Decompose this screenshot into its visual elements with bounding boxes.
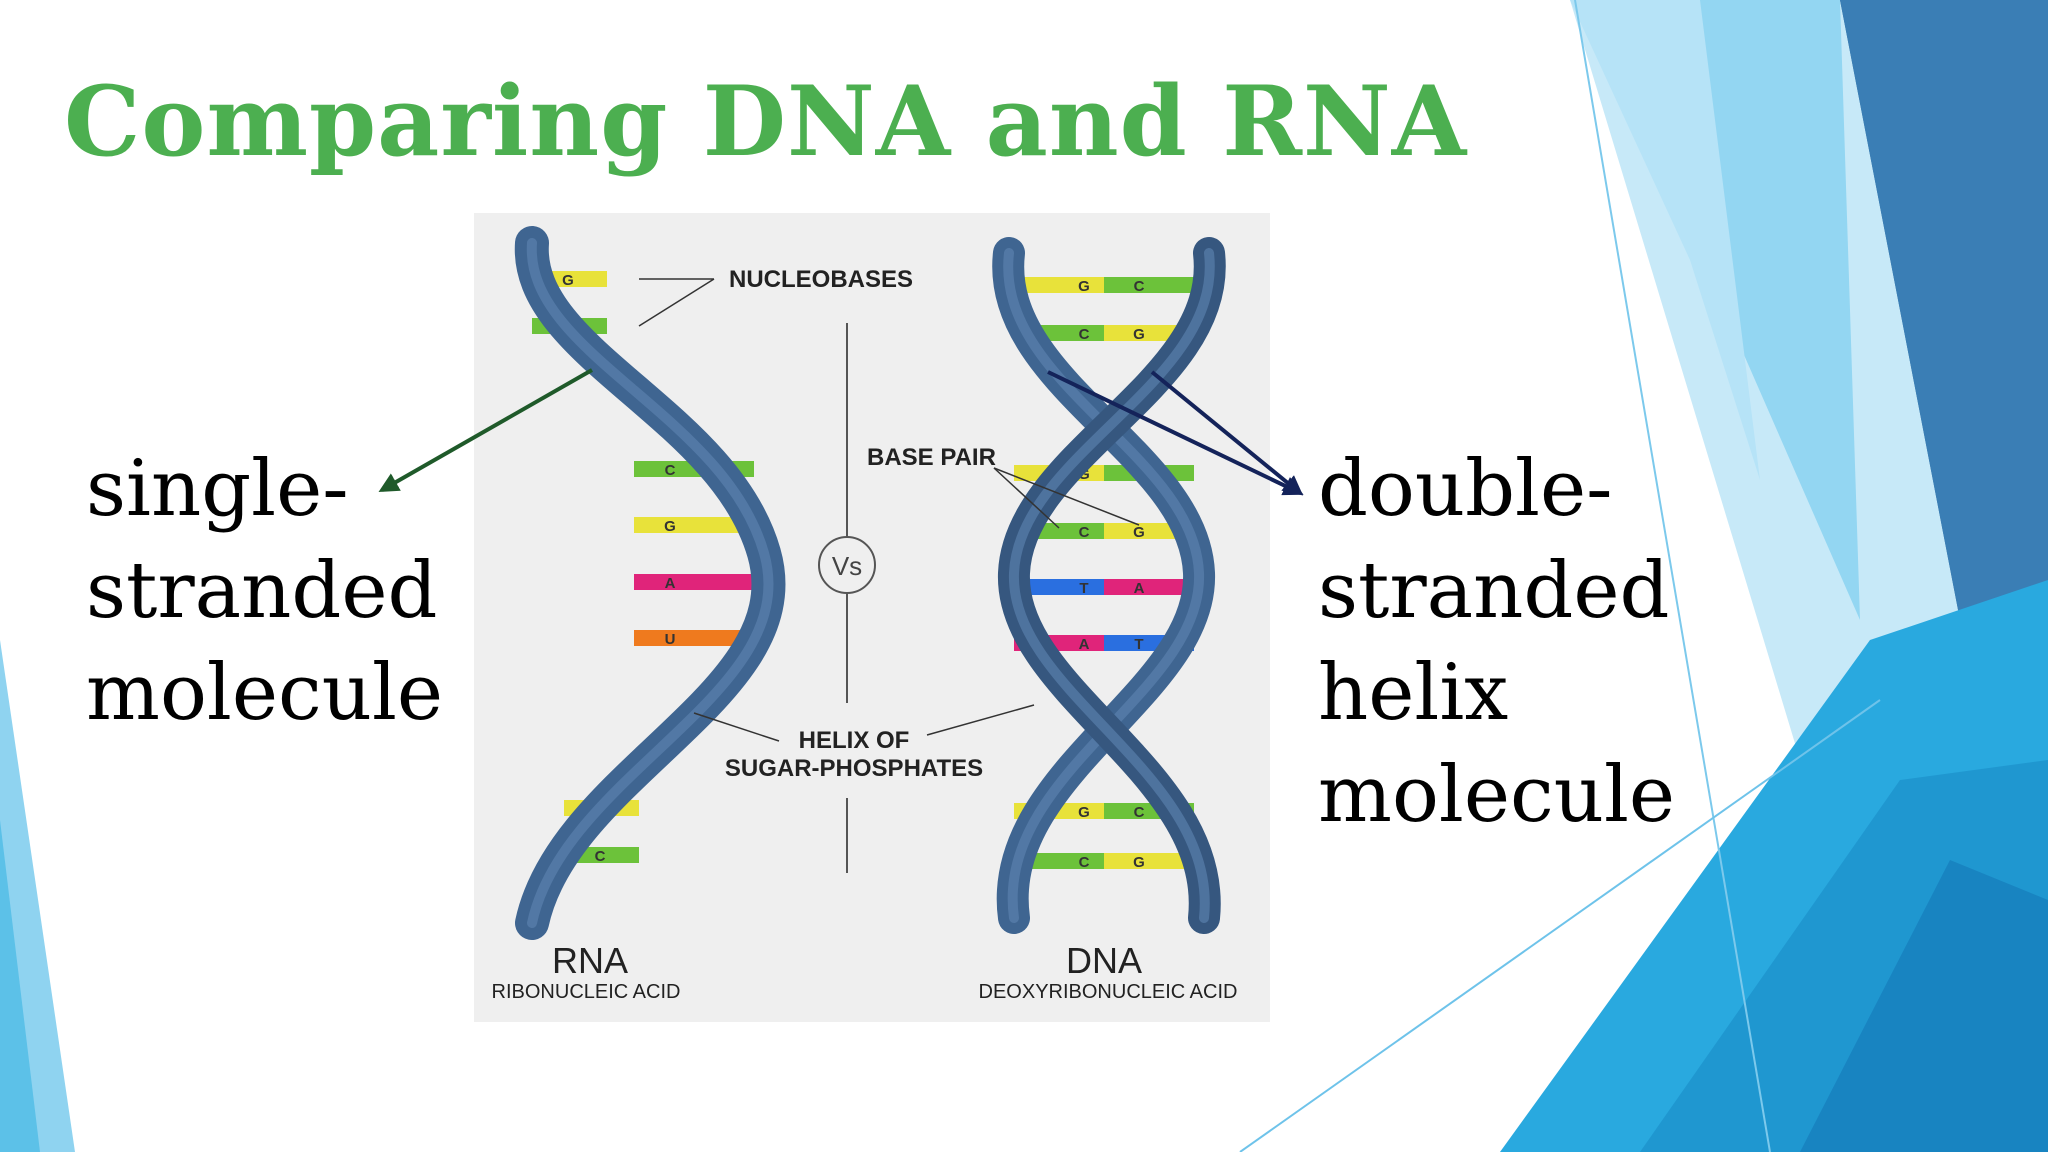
helix-label-line1: HELIX OF bbox=[799, 727, 910, 754]
rna-base-label: C bbox=[595, 848, 606, 865]
dna-base-label: G bbox=[1078, 804, 1090, 821]
single-stranded-caption: single- stranded molecule bbox=[86, 438, 443, 744]
dna-subtitle: DEOXYRIBONUCLEIC ACID bbox=[979, 981, 1238, 1003]
dna-base-label: C bbox=[1079, 326, 1090, 343]
dna-base-bar bbox=[1014, 853, 1104, 869]
slide-title: Comparing DNA and RNA bbox=[64, 65, 1468, 178]
caption-line: molecule bbox=[1318, 750, 1676, 840]
dna-base-label: C bbox=[1134, 278, 1145, 295]
caption-line: stranded bbox=[86, 546, 438, 636]
rna-base-label: A bbox=[665, 575, 676, 592]
dna-base-bar bbox=[1014, 579, 1104, 595]
vs-circle bbox=[818, 536, 876, 594]
rna-base-label: G bbox=[562, 272, 574, 289]
dna-base-bar bbox=[1104, 853, 1194, 869]
rna-title: RNA bbox=[552, 940, 628, 981]
rna-base-bar bbox=[634, 630, 754, 646]
rna-base-label: U bbox=[665, 631, 676, 648]
rna-base-label: C bbox=[665, 462, 676, 479]
helix-label-line2: SUGAR-PHOSPHATES bbox=[725, 755, 983, 782]
dna-base-label: T bbox=[1134, 636, 1143, 653]
dna-base-label: C bbox=[1079, 854, 1090, 871]
dna-base-label: G bbox=[1133, 326, 1145, 343]
nucleobases-label: NUCLEOBASES bbox=[729, 266, 913, 293]
dna-base-label: T bbox=[1079, 580, 1088, 597]
dna-title: DNA bbox=[1066, 940, 1142, 981]
dna-double-helix bbox=[992, 237, 1226, 934]
dna-base-label: A bbox=[1134, 580, 1145, 597]
base-pair-label: BASE PAIR bbox=[867, 444, 996, 471]
dna-base-label: A bbox=[1079, 636, 1090, 653]
caption-line: stranded bbox=[1318, 546, 1670, 636]
rna-subtitle: RIBONUCLEIC ACID bbox=[492, 981, 681, 1003]
vs-label: Vs bbox=[832, 551, 862, 581]
label-leader-lines bbox=[638, 278, 1140, 742]
caption-line: helix bbox=[1318, 648, 1509, 738]
dna-base-bar bbox=[1104, 579, 1194, 595]
dna-base-label: C bbox=[1134, 804, 1145, 821]
dna-base-bar bbox=[1104, 277, 1194, 293]
dna-base-label: C bbox=[1079, 524, 1090, 541]
dna-base-bar bbox=[1014, 277, 1104, 293]
rna-strand bbox=[514, 226, 786, 940]
double-stranded-caption: double- stranded helix molecule bbox=[1318, 438, 1675, 846]
dna-base-label: G bbox=[1133, 524, 1145, 541]
rna-base-bar bbox=[634, 574, 754, 590]
caption-line: single- bbox=[86, 444, 349, 534]
dna-base-label: G bbox=[1078, 278, 1090, 295]
dna-base-label: G bbox=[1133, 854, 1145, 871]
rna-base-label: G bbox=[664, 518, 676, 535]
rna-base-bar bbox=[634, 517, 754, 533]
caption-line: molecule bbox=[86, 648, 444, 738]
caption-line: double- bbox=[1318, 444, 1613, 534]
